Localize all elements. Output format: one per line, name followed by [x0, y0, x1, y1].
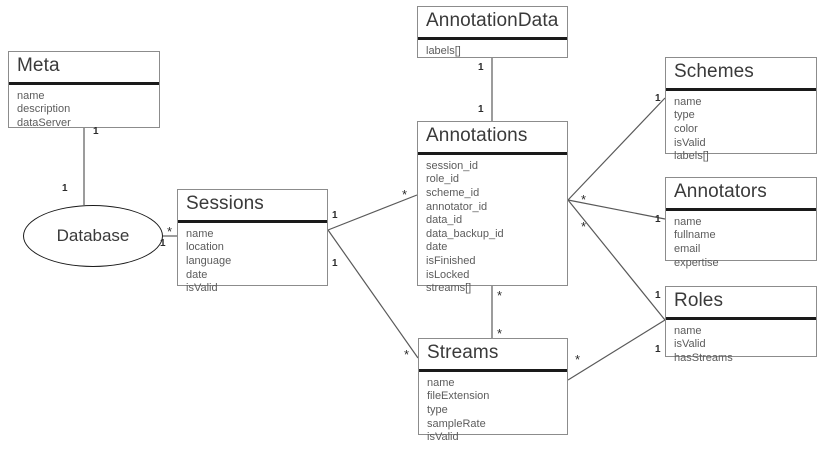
cardinality-annotationdata-down-1: 1	[478, 62, 484, 73]
attribute-row: annotator_id	[426, 200, 488, 213]
entity-title-roles: Roles	[666, 287, 816, 320]
cardinality-sessions-right-top-1: 1	[332, 210, 338, 221]
attribute-row: session_id	[426, 159, 478, 172]
attribute-row: fullname	[674, 229, 716, 242]
entity-title-streams: Streams	[419, 339, 567, 372]
attribute-row: sampleRate	[427, 417, 486, 430]
cardinality-annotators-left-1: 1	[655, 214, 661, 225]
attribute-row: isLocked	[426, 268, 470, 281]
attribute-row: labels[]	[426, 44, 461, 57]
cardinality-streams-right-star: *	[575, 352, 581, 367]
entity-annotationdata[interactable]: AnnotationData labels[]	[417, 6, 568, 58]
attribute-row: fileExtension	[427, 390, 490, 403]
edge-streams-roles	[567, 319, 666, 381]
attribute-row: date	[426, 241, 448, 254]
cardinality-annotations-right-top-star: *	[581, 192, 587, 207]
entity-title-annotations: Annotations	[418, 122, 567, 155]
attribute-row: name	[674, 324, 702, 337]
attribute-row: language	[186, 255, 232, 268]
attribute-row: name	[427, 376, 455, 389]
entity-title-annotationdata: AnnotationData	[418, 7, 567, 40]
attribute-row: dataServer	[17, 117, 71, 130]
entity-title-schemes: Schemes	[666, 58, 816, 91]
attribute-row: description	[17, 103, 71, 116]
attribute-row: location	[186, 241, 224, 254]
entity-title-meta: Meta	[9, 52, 159, 85]
attribute-row: color	[674, 123, 698, 136]
attribute-row: hasStreams	[674, 352, 733, 365]
attribute-row: isValid	[186, 282, 218, 295]
attribute-row: name	[674, 95, 702, 108]
entity-attributes-annotationdata: labels[]	[418, 40, 567, 65]
attribute-row: role_id	[426, 173, 460, 186]
attribute-row: name	[186, 227, 214, 240]
attribute-row: name	[17, 89, 45, 102]
entity-title-annotators: Annotators	[666, 178, 816, 211]
attribute-row: labels[]	[674, 150, 709, 163]
cardinality-streams-left-star: *	[404, 347, 410, 362]
attribute-row: date	[186, 268, 208, 281]
cardinality-annotations-down-star: *	[497, 288, 503, 303]
cardinality-sessions-left-star: *	[167, 224, 173, 239]
cardinality-roles-left-top-1: 1	[655, 290, 661, 301]
cardinality-roles-left-bottom-1: 1	[655, 344, 661, 355]
node-database[interactable]: Database	[23, 205, 163, 267]
cardinality-database-up-1: 1	[62, 183, 68, 194]
cardinality-schemes-left-1: 1	[655, 93, 661, 104]
cardinality-meta-down-1: 1	[93, 126, 99, 137]
entity-title-sessions: Sessions	[178, 190, 327, 223]
cardinality-annotations-left-star: *	[402, 187, 408, 202]
attribute-row: isFinished	[426, 255, 476, 267]
attribute-row: scheme_id	[426, 187, 480, 200]
attribute-row: isValid	[674, 136, 706, 149]
attribute-row: isValid	[674, 338, 706, 351]
cardinality-annotations-right-bottom-star: *	[581, 219, 587, 234]
edge-annotations-schemes	[567, 97, 666, 201]
attribute-row: name	[674, 215, 702, 228]
cardinality-sessions-right-bottom-1: 1	[332, 258, 338, 269]
attribute-row: type	[427, 404, 448, 417]
attribute-row: data_id	[426, 214, 463, 227]
cardinality-database-right-1: 1	[160, 238, 166, 249]
node-label: Database	[56, 226, 130, 245]
edge-sessions-streams	[327, 229, 419, 359]
attribute-row: type	[674, 109, 695, 122]
edge-annotations-roles	[567, 199, 666, 321]
cardinality-streams-up-star: *	[497, 326, 503, 341]
cardinality-annotations-up-1: 1	[478, 104, 484, 115]
attribute-row: isValid	[427, 431, 459, 444]
attribute-row: data_backup_id	[426, 227, 504, 240]
attribute-row: email	[674, 243, 701, 256]
attribute-row: streams[]	[426, 282, 472, 295]
attribute-row: expertise	[674, 256, 719, 269]
